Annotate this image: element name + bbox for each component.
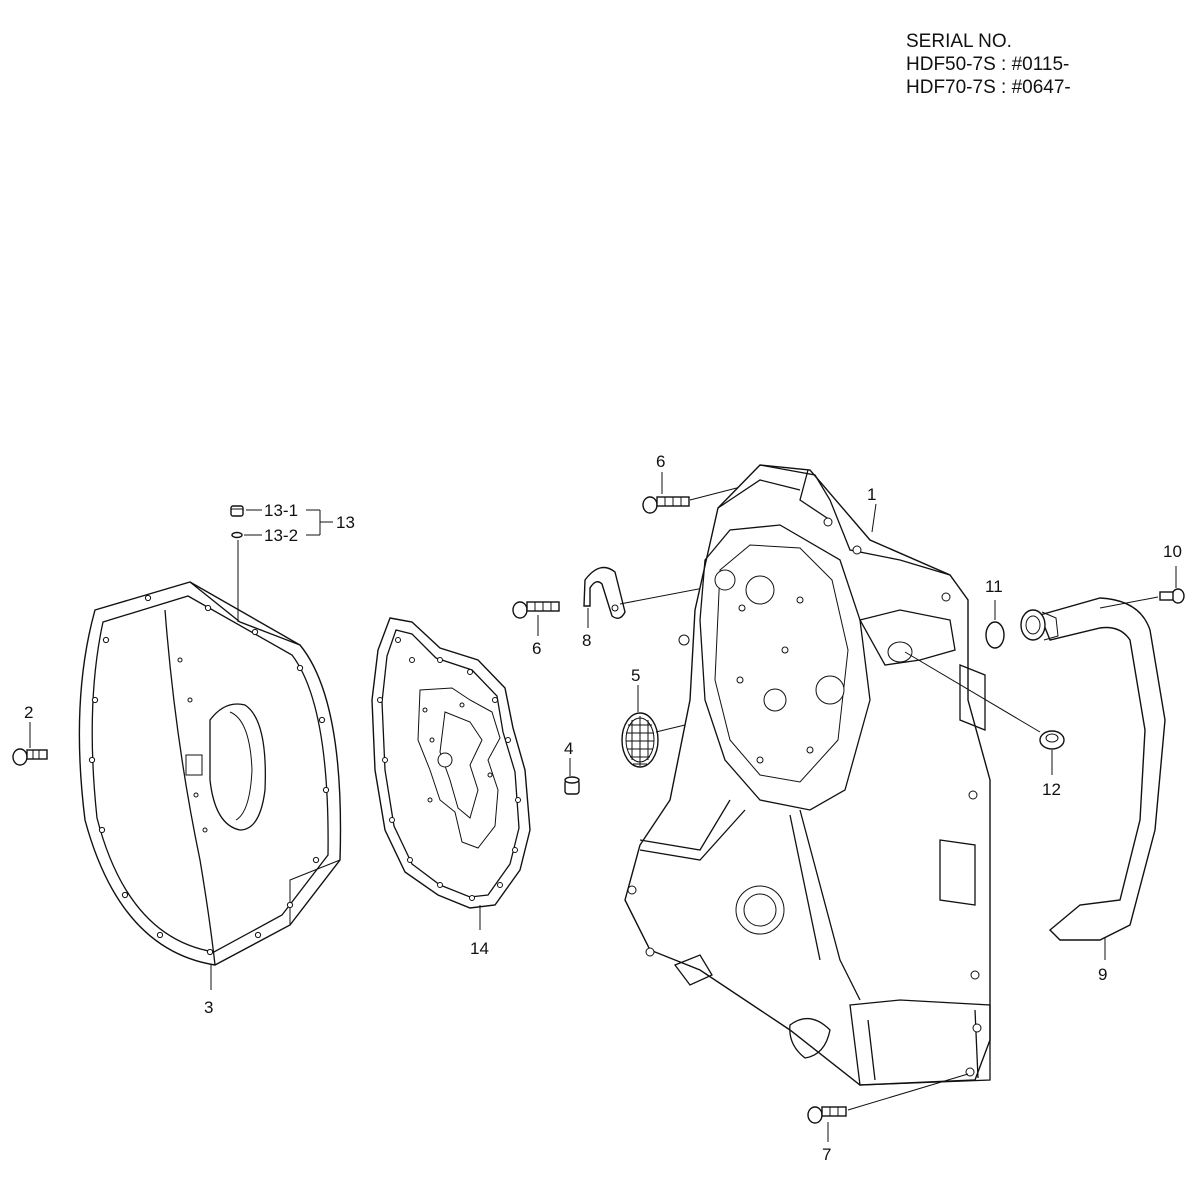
callout-3: 3 [204, 998, 213, 1017]
callout-9: 9 [1098, 965, 1107, 984]
part-12-plug[interactable] [1039, 730, 1065, 750]
part-8-bracket[interactable] [583, 566, 626, 619]
part-13-2-o-ring[interactable] [231, 531, 243, 539]
part-4-dowel-pin[interactable] [564, 776, 580, 795]
callout-7: 7 [822, 1145, 831, 1164]
callout-13: 13 [336, 513, 355, 532]
callout-6-upper: 6 [656, 452, 665, 471]
callout-12: 12 [1042, 780, 1061, 799]
part-11-o-ring[interactable] [985, 621, 1005, 649]
part-6-bolt-lower[interactable] [512, 601, 560, 619]
callout-13-2: 13-2 [264, 526, 298, 545]
part-9-suction-pipe[interactable] [1020, 597, 1166, 941]
callout-11: 11 [985, 577, 1003, 596]
part-6-bolt-upper[interactable] [642, 496, 690, 514]
serial-line-hdf50: HDF50-7S : #0115- [906, 54, 1070, 75]
part-13-1-plug[interactable] [230, 505, 244, 517]
callout-5: 5 [631, 666, 640, 685]
callout-1: 1 [867, 485, 876, 504]
callout-14: 14 [470, 939, 489, 958]
part-1-transmission-housing[interactable] [624, 464, 991, 1086]
callout-6-lower: 6 [532, 639, 541, 658]
bell-housing-bolt-holes [88, 594, 330, 956]
part-3-bell-housing[interactable] [78, 581, 342, 966]
part-10-bolt[interactable] [1159, 588, 1185, 604]
serial-line-hdf70: HDF70-7S : #0647- [906, 77, 1071, 98]
part-7-bolt[interactable] [807, 1106, 847, 1124]
part-5-strainer[interactable] [621, 712, 659, 768]
part-2-bolt[interactable] [12, 748, 48, 766]
callout-10: 10 [1163, 542, 1182, 561]
callout-8: 8 [582, 631, 591, 650]
serial-heading: SERIAL NO. [906, 31, 1012, 52]
serial-number-block: SERIAL NO. HDF50-7S : #0115- HDF70-7S : … [906, 30, 1071, 99]
callout-2: 2 [24, 703, 33, 722]
callout-4: 4 [564, 739, 573, 758]
callout-13-1: 13-1 [264, 501, 298, 520]
gasket-holes [377, 637, 521, 901]
housing-bolt-holes [627, 517, 982, 1077]
part-14-gasket[interactable] [371, 617, 531, 909]
